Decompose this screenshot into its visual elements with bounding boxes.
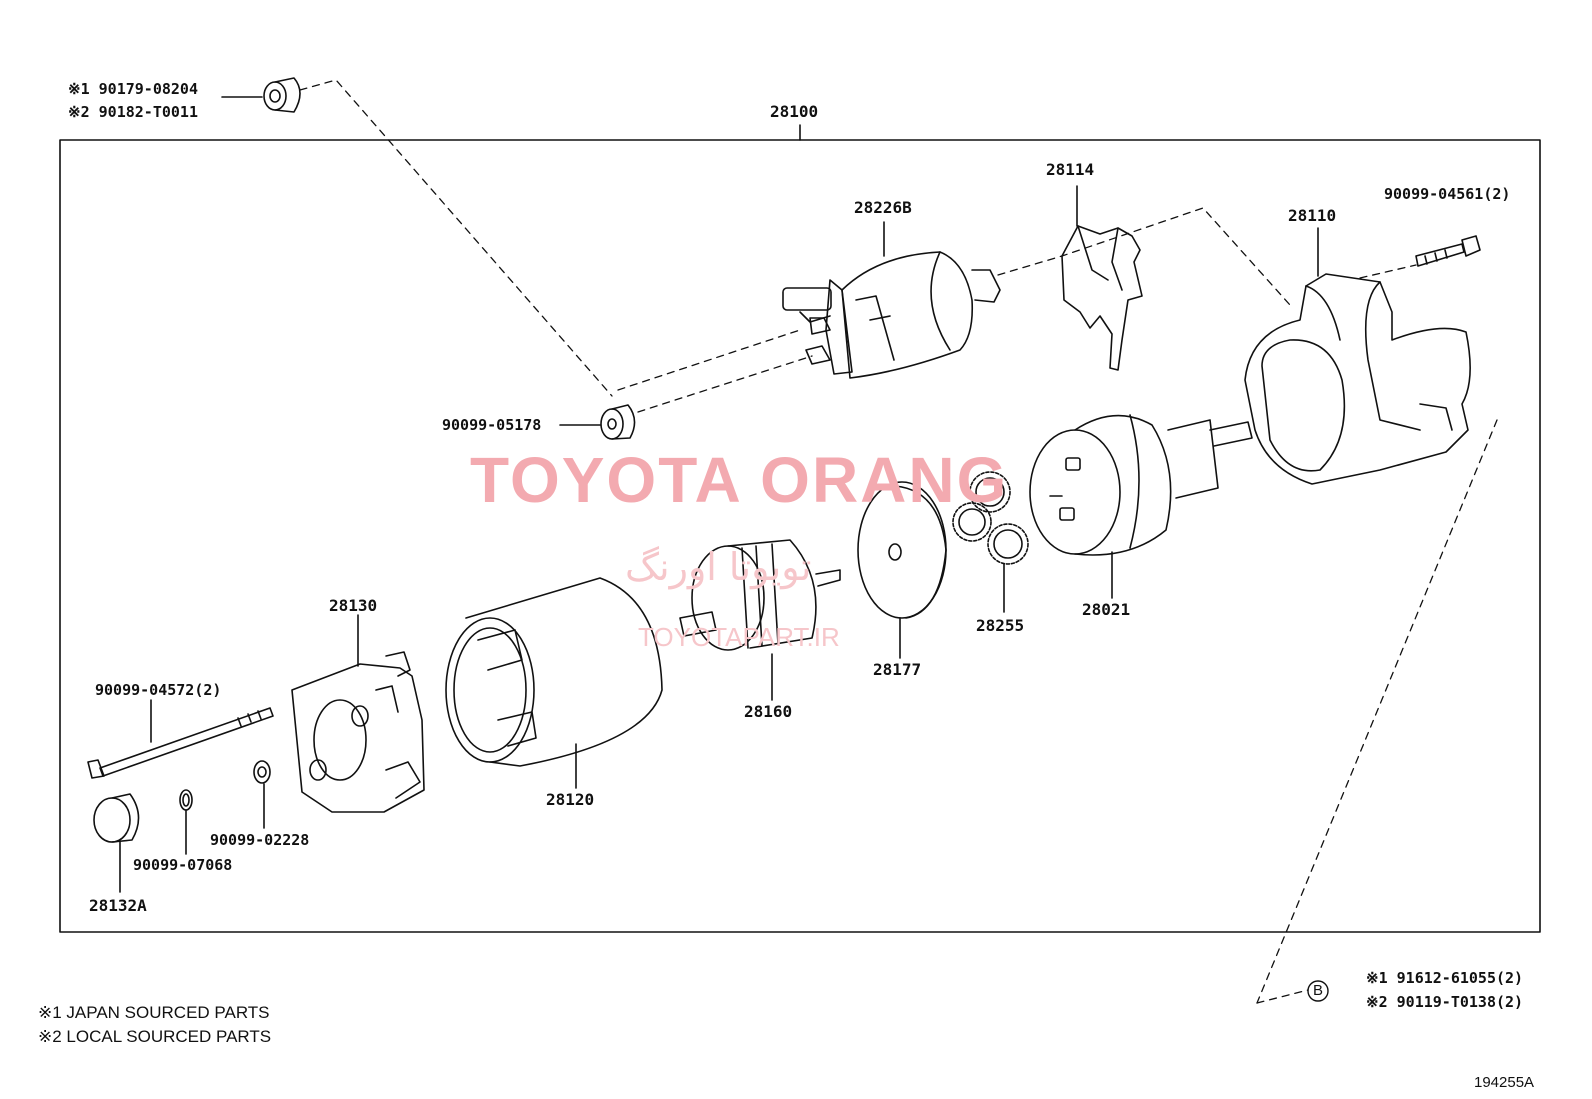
plate-28177 xyxy=(857,481,947,619)
cap-90179 xyxy=(263,77,301,113)
label-28160: 28160 xyxy=(744,702,793,721)
bolt-90099-04561 xyxy=(1415,235,1481,267)
watermark-persian: تویوتا اورنگ xyxy=(625,545,812,589)
note-local-sourced: ※2 LOCAL SOURCED PARTS xyxy=(38,1027,272,1046)
label-28255: 28255 xyxy=(976,616,1025,635)
top-left-part-2: ※2 90182-T0011 xyxy=(68,103,198,121)
end-frame-28130 xyxy=(291,651,425,813)
watermark-main: TOYOTA ORANG xyxy=(470,444,1009,516)
label-28120: 28120 xyxy=(546,790,595,809)
washer-90099-02228 xyxy=(253,760,271,784)
watermark-url: TOYOTAPART.IR xyxy=(638,622,840,652)
assembly-label: 28100 xyxy=(770,102,819,121)
gears-28255 xyxy=(952,471,1029,565)
label-28110: 28110 xyxy=(1288,206,1337,225)
cap-28132A xyxy=(93,793,140,843)
dashed-leaders xyxy=(299,79,1498,1004)
clutch-28021 xyxy=(1029,414,1253,556)
label-90099-04572: 90099-04572(2) xyxy=(95,681,222,699)
through-bolt-90099-04572 xyxy=(87,707,274,779)
label-28130: 28130 xyxy=(329,596,378,615)
bottom-right-part-1: ※1 91612-61055(2) xyxy=(1366,969,1524,987)
bottom-right-part-2: ※2 90119-T0138(2) xyxy=(1366,993,1524,1011)
top-left-part-1: ※1 90179-08204 xyxy=(68,80,198,98)
lever-28114 xyxy=(1061,225,1143,371)
label-28132A: 28132A xyxy=(89,896,147,915)
bolt-marker-circle xyxy=(1307,980,1329,1002)
label-90099-04561: 90099-04561(2) xyxy=(1384,185,1511,203)
housing-28110 xyxy=(1244,273,1471,485)
note-japan-sourced: ※1 JAPAN SOURCED PARTS xyxy=(38,1003,270,1022)
solenoid-28226B xyxy=(782,251,1001,379)
label-28114: 28114 xyxy=(1046,160,1095,179)
label-90099-05178: 90099-05178 xyxy=(442,416,542,434)
cap-90099-05178 xyxy=(600,404,636,440)
armature-28160 xyxy=(679,539,841,651)
figure-reference: 194255A xyxy=(1474,1074,1535,1091)
yoke-28120 xyxy=(445,577,663,767)
label-90099-02228: 90099-02228 xyxy=(210,831,310,849)
label-28021: 28021 xyxy=(1082,600,1131,619)
label-28177: 28177 xyxy=(873,660,922,679)
bolt-marker-letter: B xyxy=(1313,982,1324,999)
label-90099-07068: 90099-07068 xyxy=(133,856,233,874)
label-28226B: 28226B xyxy=(854,198,912,217)
o-ring-90099-07068 xyxy=(179,789,193,811)
